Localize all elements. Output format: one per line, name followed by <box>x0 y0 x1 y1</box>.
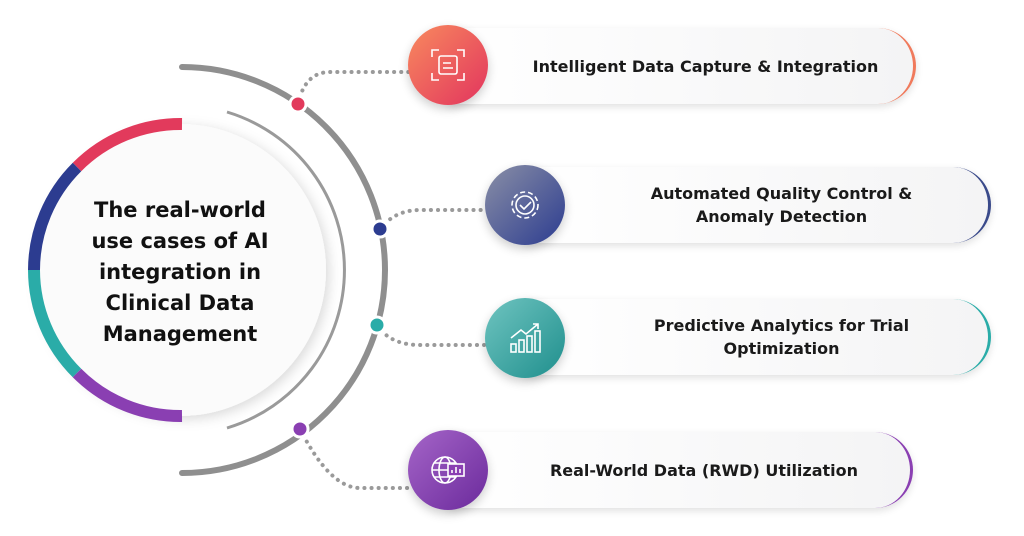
use-case-pill-2: Automated Quality Control & Anomaly Dete… <box>525 167 991 243</box>
gear-check-icon <box>485 165 565 245</box>
connector-lines <box>296 70 492 490</box>
use-case-label: Automated Quality Control & Anomaly Dete… <box>650 184 913 226</box>
bar-chart-growth-icon <box>485 298 565 378</box>
center-circle <box>34 124 326 416</box>
use-case-label: Real-World Data (RWD) Utilization <box>549 460 859 480</box>
center-title: The real-world use cases of AI integrati… <box>91 198 269 346</box>
use-case-pill-1: Intelligent Data Capture & Integration <box>448 28 916 104</box>
use-case-label: Predictive Analytics for Trial Optimizat… <box>653 316 910 358</box>
globe-chart-icon <box>408 430 488 510</box>
document-scan-icon <box>408 25 488 105</box>
use-case-pill-4: Real-World Data (RWD) Utilization <box>448 432 913 508</box>
arc-dots <box>288 94 390 439</box>
colored-ring <box>28 117 183 423</box>
use-case-label: Intelligent Data Capture & Integration <box>532 56 879 76</box>
inner-arc <box>226 110 346 430</box>
outer-arc <box>179 64 388 476</box>
use-case-pill-3: Predictive Analytics for Trial Optimizat… <box>525 299 991 375</box>
